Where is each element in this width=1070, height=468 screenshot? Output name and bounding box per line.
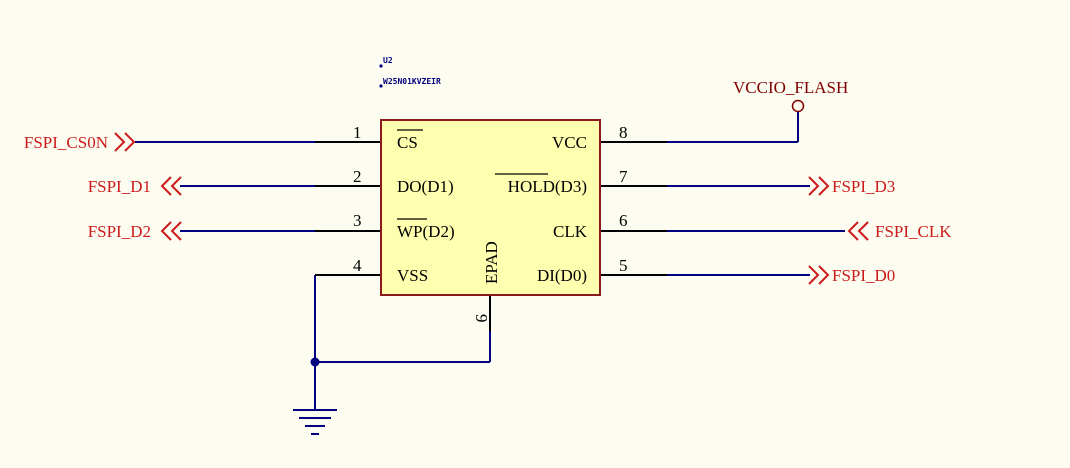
pin-number-4: 4 <box>353 256 362 275</box>
junction-dot <box>310 357 320 367</box>
component-part-number: W25N01KVZEIR <box>383 77 441 86</box>
port-label-d2: FSPI_D2 <box>88 222 151 241</box>
chevron-left-icon <box>160 176 172 196</box>
pin-number-3: 3 <box>353 211 362 230</box>
pin-number-9: 9 <box>472 314 491 323</box>
pins <box>315 141 667 331</box>
chevron-right-icon <box>808 176 820 196</box>
chevron-left-icon <box>847 221 859 241</box>
pin-number-5: 5 <box>619 256 628 275</box>
port-output-d0[interactable] <box>808 265 830 285</box>
pin-name-clk: CLK <box>553 222 588 241</box>
pin-name-epad: EPAD <box>482 241 501 284</box>
chevron-right-icon <box>818 176 830 196</box>
chevron-left-icon <box>170 176 182 196</box>
port-label-cs: FSPI_CS0N <box>24 133 108 152</box>
component-designator: U2 <box>383 56 393 65</box>
pin-name-do: DO(D1) <box>397 177 454 196</box>
port-label-d1: FSPI_D1 <box>88 177 151 196</box>
designator-dot <box>379 64 383 68</box>
ground-icon[interactable] <box>293 409 337 435</box>
pin-name-di: DI(D0) <box>537 266 587 285</box>
pin-name-cs: CS <box>397 133 418 152</box>
port-output-d2[interactable] <box>160 221 182 241</box>
port-label-d3: FSPI_D3 <box>832 177 895 196</box>
pin-number-1: 1 <box>353 123 362 142</box>
port-input-cs[interactable] <box>114 132 136 152</box>
part-number-dot <box>379 84 383 88</box>
port-label-d0: FSPI_D0 <box>832 266 895 285</box>
component-body[interactable] <box>380 119 601 296</box>
chevron-left-icon <box>170 221 182 241</box>
pin-number-2: 2 <box>353 167 362 186</box>
power-port-circle-icon[interactable] <box>791 99 805 113</box>
chevron-left-icon <box>857 221 869 241</box>
chevron-right-icon <box>114 132 126 152</box>
pin-name-vcc: VCC <box>552 133 587 152</box>
pin-number-7: 7 <box>619 167 628 186</box>
port-label-clk: FSPI_CLK <box>875 222 952 241</box>
port-output-d1[interactable] <box>160 176 182 196</box>
chevron-right-icon <box>818 265 830 285</box>
port-input-clk[interactable] <box>847 221 869 241</box>
power-port-label: VCCIO_FLASH <box>733 78 848 97</box>
port-output-d3[interactable] <box>808 176 830 196</box>
pin-number-6: 6 <box>619 211 628 230</box>
chevron-left-icon <box>160 221 172 241</box>
pin-number-8: 8 <box>619 123 628 142</box>
pin-name-hold: HOLD(D3) <box>508 177 587 196</box>
wires <box>135 112 845 410</box>
chevron-right-icon <box>808 265 820 285</box>
pin-name-wp: WP(D2) <box>397 222 455 241</box>
chevron-right-icon <box>124 132 136 152</box>
pin-name-vss: VSS <box>397 266 428 285</box>
